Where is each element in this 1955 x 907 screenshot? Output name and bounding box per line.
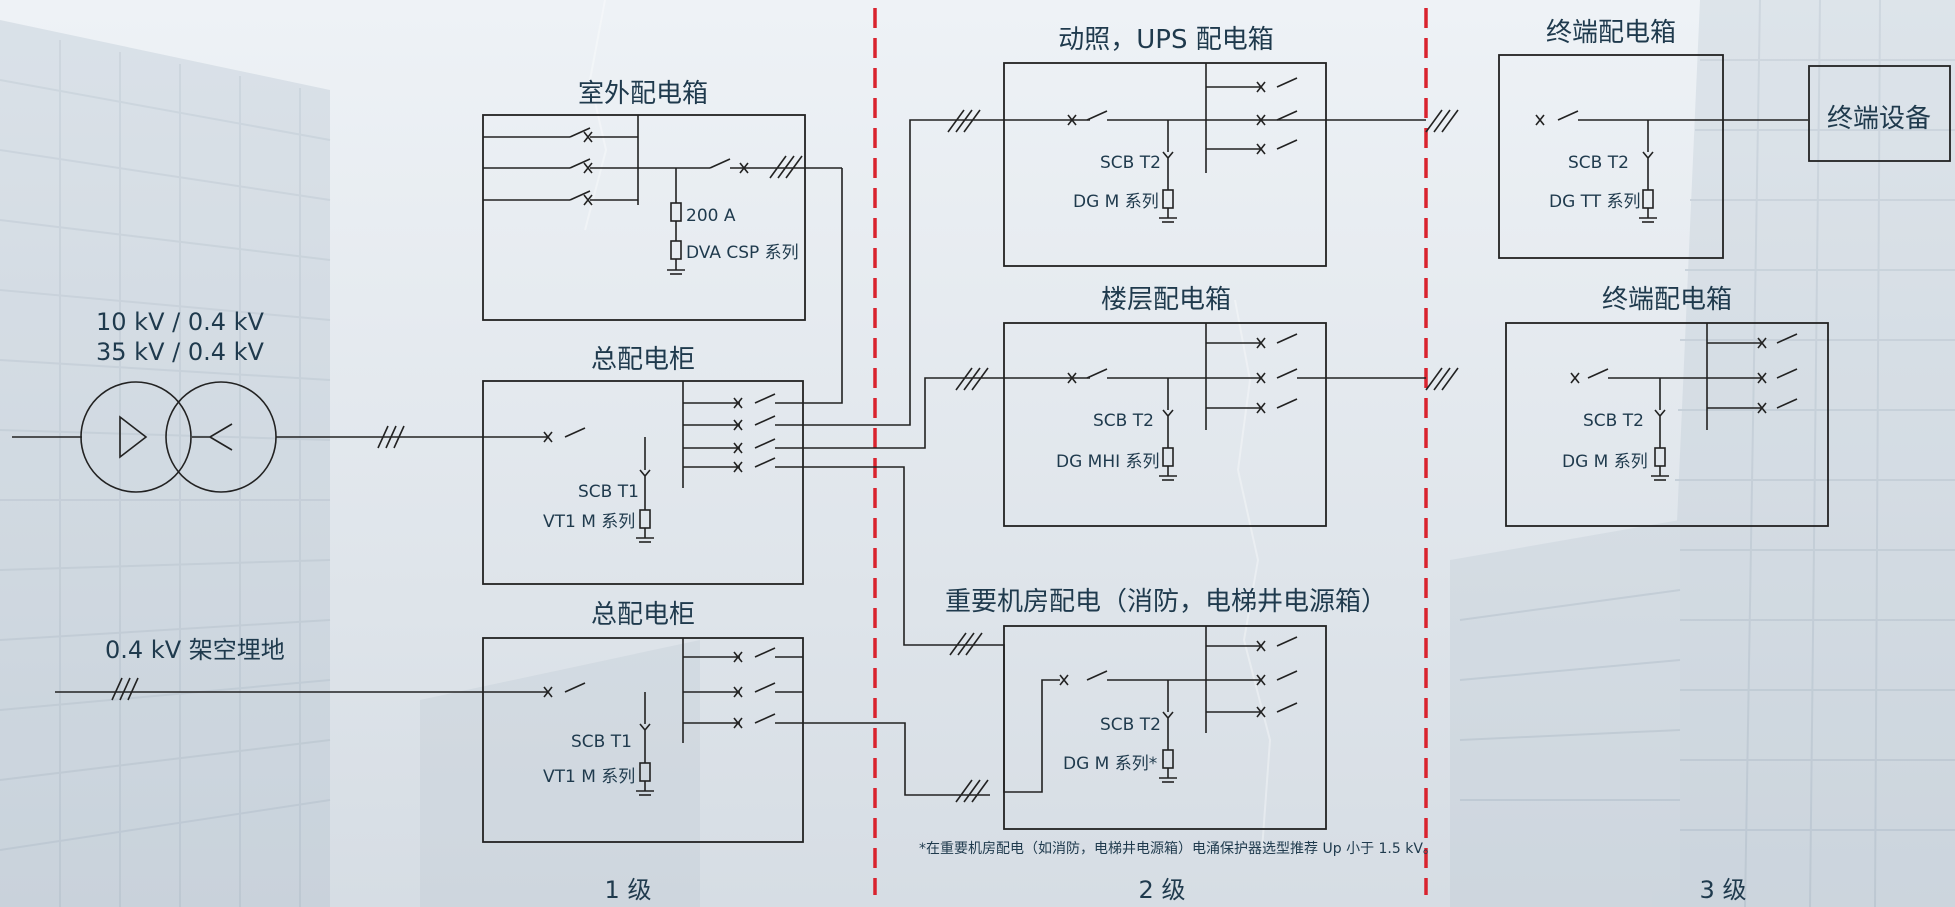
main-panel-2-spd-class: SCB T1	[571, 732, 632, 752]
main-panel-2-title: 总配电柜	[591, 600, 695, 630]
transformer-rating-1: 10 kV / 0.4 kV	[96, 308, 265, 336]
cable-marks	[111, 109, 1459, 803]
ups-box-spd-class: SCB T2	[1100, 153, 1161, 173]
terminal-box-1-title: 终端配电箱	[1546, 18, 1676, 48]
transformer-rating-2: 35 kV / 0.4 kV	[96, 338, 265, 366]
terminal-box-1-spd: DG TT 系列	[1549, 192, 1641, 212]
main-panel-2	[55, 637, 804, 843]
terminal-box-2-title: 终端配电箱	[1602, 285, 1732, 315]
terminal-box-2-spd-class: SCB T2	[1583, 411, 1644, 431]
key-room-box-spd-class: SCB T2	[1100, 715, 1161, 735]
level-label-3: 3 级	[1700, 876, 1747, 904]
level-label-1: 1 级	[605, 876, 652, 904]
main-panel-1-spd: VT1 M 系列	[543, 512, 635, 532]
ups-box-spd: DG M 系列	[1073, 192, 1159, 212]
level-label-2: 2 级	[1139, 876, 1186, 904]
footnote: *在重要机房配电（如消防，电梯井电源箱）电涌保护器选型推荐 Up 小于 1.5 …	[919, 841, 1437, 857]
key-room-box-title: 重要机房配电（消防，电梯井电源箱）	[945, 587, 1387, 617]
floor-box-spd: DG MHI 系列	[1056, 452, 1160, 472]
terminal-device-box	[1808, 65, 1951, 162]
outdoor-box-spd: DVA CSP 系列	[686, 243, 799, 263]
ups-box-title: 动照，UPS 配电箱	[1058, 25, 1273, 55]
terminal-device-label: 终端设备	[1827, 104, 1931, 134]
transformer-symbol	[12, 381, 548, 493]
floor-box-title: 楼层配电箱	[1101, 285, 1231, 315]
floor-box	[1003, 322, 1426, 527]
main-panel-1	[482, 380, 804, 585]
main-panel-2-spd: VT1 M 系列	[543, 767, 635, 787]
ups-box	[1003, 62, 1426, 267]
terminal-box-2	[1505, 322, 1829, 527]
feeder-wiring	[775, 119, 1068, 796]
overhead-feeder-label: 0.4 kV 架空埋地	[105, 636, 285, 664]
main-panel-1-spd-class: SCB T1	[578, 482, 639, 502]
outdoor-box	[482, 114, 842, 321]
terminal-box-1-spd-class: SCB T2	[1568, 153, 1629, 173]
key-room-box-spd: DG M 系列*	[1063, 754, 1157, 774]
outdoor-box-title: 室外配电箱	[578, 79, 708, 109]
floor-box-spd-class: SCB T2	[1093, 411, 1154, 431]
outdoor-box-fuse: 200 A	[686, 206, 736, 226]
key-room-box	[1003, 625, 1327, 830]
terminal-box-1	[1498, 54, 1808, 259]
main-panel-1-title: 总配电柜	[591, 345, 695, 375]
terminal-box-2-spd: DG M 系列	[1562, 452, 1648, 472]
